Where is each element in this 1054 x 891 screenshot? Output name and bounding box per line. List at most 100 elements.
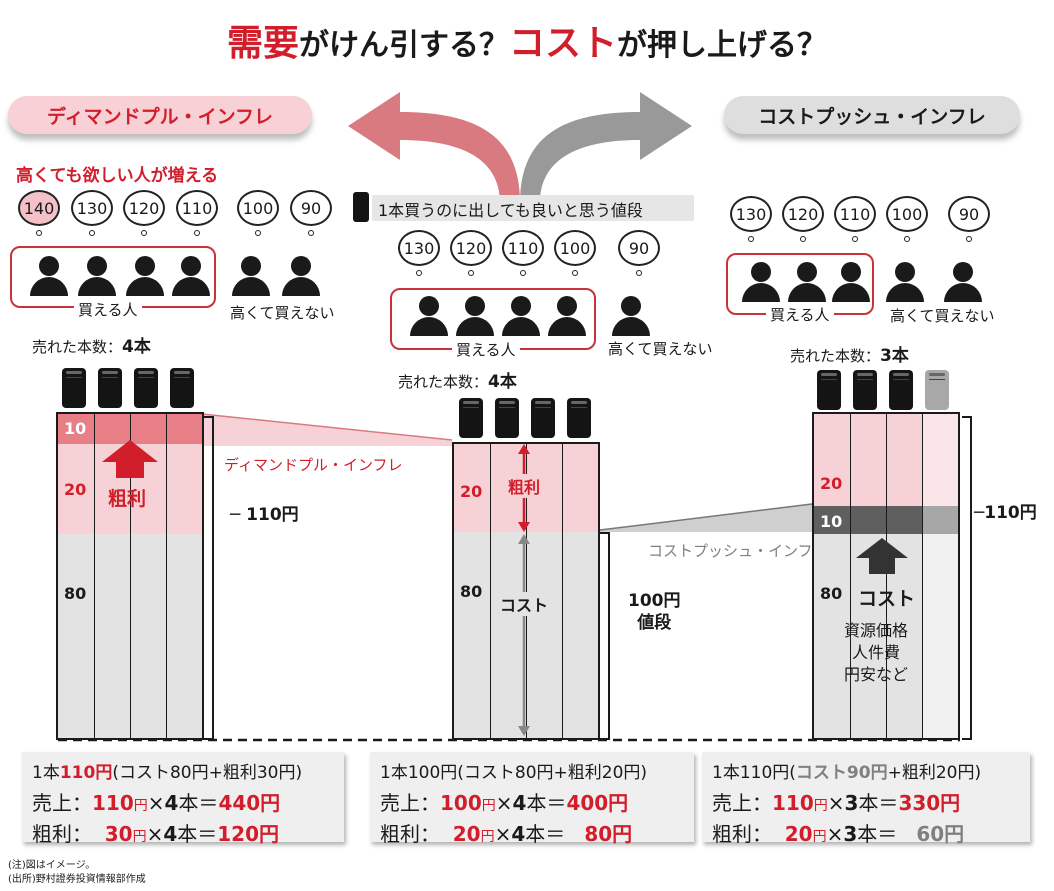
segment-value: 80 [64, 584, 87, 603]
can-buy-label: 買える人 [74, 299, 142, 320]
person-icon [30, 256, 68, 296]
cloud-price: 90 [290, 190, 332, 226]
cost-push-pill: コストプッシュ・インフレ [724, 96, 1020, 134]
can-icon [98, 368, 122, 408]
sold-count-left: 売れた本数：4本 [32, 337, 151, 357]
person-icon [548, 296, 586, 336]
segment-value: 10 [820, 512, 843, 531]
cloud-price: 130 [730, 196, 772, 232]
title-part4: が押し上げる？ [617, 28, 828, 63]
price-label-center: 100円値段 [628, 591, 681, 633]
price-bar-center: 20 80 [452, 442, 600, 740]
can-icon [495, 398, 519, 438]
cloud-price: 130 [71, 190, 113, 226]
cloud-price: 90 [948, 196, 990, 232]
cloud-price: 120 [450, 230, 492, 266]
cost-push-pill-label: コストプッシュ・インフレ [758, 105, 986, 128]
cloud-price: 90 [618, 230, 660, 266]
segment-value: 80 [820, 584, 843, 603]
cost-label: コスト [858, 588, 916, 610]
cloud-price: 130 [398, 230, 440, 266]
person-icon [78, 256, 116, 296]
cloud-price: 120 [123, 190, 165, 226]
title-demand: 需要 [226, 23, 299, 64]
summary-box-left: 1本110円(コスト80円+粗利30円) 売上：110円×4本＝440円 粗利：… [22, 752, 344, 846]
person-icon [502, 296, 540, 336]
cloud-price: 100 [237, 190, 279, 226]
can-icon [853, 370, 877, 410]
brace [204, 416, 214, 740]
cloud-price: 140 [18, 190, 60, 226]
can-buy-label: 買える人 [766, 304, 834, 325]
person-icon [788, 262, 826, 302]
summary-box-center: 1本100円(コスト80円+粗利20円) 売上：100円×4本＝400円 粗利：… [370, 752, 694, 846]
cost-factors: 資源価格人件費円安など [843, 621, 908, 684]
unsold-can-overlay [922, 414, 958, 738]
can-icon [353, 192, 369, 222]
price-label-left: ─ 110円 [230, 505, 299, 525]
person-icon [282, 256, 320, 296]
can-icon [134, 368, 158, 408]
source-note: (出所)野村證券投資情報部作成 [8, 874, 146, 885]
can-icon [62, 368, 86, 408]
willing-price-label: 1本買うのに出しても良いと思う値段 [372, 195, 694, 221]
cost-push-caption: コストプッシュ・インフレ [648, 542, 828, 560]
can-icon [567, 398, 591, 438]
cannot-buy-label: 高くて買えない [608, 340, 713, 358]
page-title: 需要がけん引する？コストが押し上げる？ [0, 14, 1054, 66]
brace [600, 532, 610, 740]
direction-arrows [348, 92, 692, 198]
footnote: (注)図はイメージ。 [8, 860, 96, 871]
cloud-price: 110 [834, 196, 876, 232]
person-icon [886, 262, 924, 302]
segment-value: 20 [64, 480, 87, 499]
cannot-buy-label: 高くて買えない [890, 307, 995, 325]
want-more-label: 高くても欲しい人が増える [16, 166, 219, 186]
cloud-price: 100 [554, 230, 596, 266]
title-part2: がけん引する？ [299, 28, 509, 63]
person-icon [232, 256, 270, 296]
can-icon [925, 370, 949, 410]
person-icon [410, 296, 448, 336]
price-bar-left: 10 20 80 [56, 412, 204, 740]
can-icon [889, 370, 913, 410]
gross-profit-label: 粗利 [508, 474, 541, 498]
cloud-price: 100 [886, 196, 928, 232]
demand-pull-pill-label: ディマンドプル・インフレ [46, 105, 274, 128]
cannot-buy-label: 高くて買えない [230, 304, 335, 322]
up-arrow-icon [856, 538, 908, 574]
person-icon [172, 256, 210, 296]
summary-box-right: 1本110円(コスト90円+粗利20円) 売上：110円×3本＝330円 粗利：… [702, 752, 1030, 846]
person-icon [832, 262, 870, 302]
segment-value: 20 [460, 482, 483, 501]
can-icon [170, 368, 194, 408]
demand-pull-pill: ディマンドプル・インフレ [8, 96, 312, 134]
gross-profit-label: 粗利 [108, 488, 147, 510]
cloud-price: 110 [176, 190, 218, 226]
title-cost: コスト [509, 23, 618, 64]
demand-pull-caption: ディマンドプル・インフレ [224, 456, 403, 474]
can-buy-label: 買える人 [452, 339, 520, 360]
cost-label: コスト [500, 592, 549, 616]
sold-count-center: 売れた本数：4本 [398, 372, 517, 392]
demand-pull-wedge [202, 414, 452, 446]
segment-value: 80 [460, 582, 483, 601]
person-icon [612, 296, 650, 336]
up-arrow-icon [102, 440, 158, 478]
cloud-price: 120 [782, 196, 824, 232]
can-icon [817, 370, 841, 410]
person-icon [456, 296, 494, 336]
person-icon [944, 262, 982, 302]
cloud-price: 110 [502, 230, 544, 266]
left-curved-arrow-icon [348, 92, 520, 198]
can-icon [459, 398, 483, 438]
segment-value: 20 [820, 474, 843, 493]
sold-count-right: 売れた本数：3本 [790, 346, 909, 366]
can-icon [531, 398, 555, 438]
segment-value: 10 [64, 419, 87, 438]
person-icon [126, 256, 164, 296]
price-label-right: ─110円 [974, 503, 1037, 523]
person-icon [742, 262, 780, 302]
